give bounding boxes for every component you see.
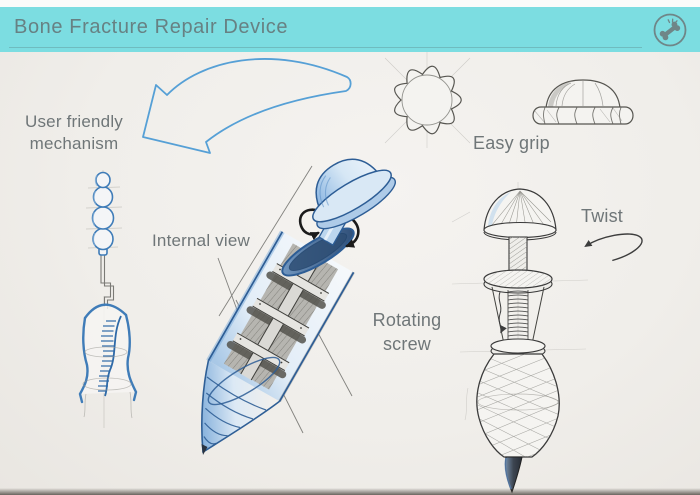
annotation-easy-grip: Easy grip: [473, 133, 550, 153]
title-underline: [9, 47, 642, 48]
main-screw-device-cutaway-sketch: [201, 158, 396, 455]
curved-arrow: [142, 58, 352, 154]
top-margin: [0, 0, 700, 7]
annotation-rotating-screw: Rotating screw: [372, 310, 442, 354]
grip-knob-top-view-sketch: [384, 52, 471, 148]
bone-fracture-icon: [653, 13, 687, 47]
photo-edge-shadow: [0, 488, 700, 495]
grip-cap-side-view-sketch: [532, 79, 634, 125]
annotation-user-friendly: User friendly mechanism: [24, 112, 124, 154]
annotation-twist: Twist: [581, 206, 624, 226]
page-title: Bone Fracture Repair Device: [14, 16, 289, 38]
annotation-internal-view: Internal view: [152, 231, 251, 250]
crank-handle-device-sketch: [78, 170, 138, 428]
title-bar: Bone Fracture Repair Device: [0, 7, 700, 52]
twist-arrow: [584, 233, 643, 262]
twist-device-side-sketch: [451, 182, 589, 494]
